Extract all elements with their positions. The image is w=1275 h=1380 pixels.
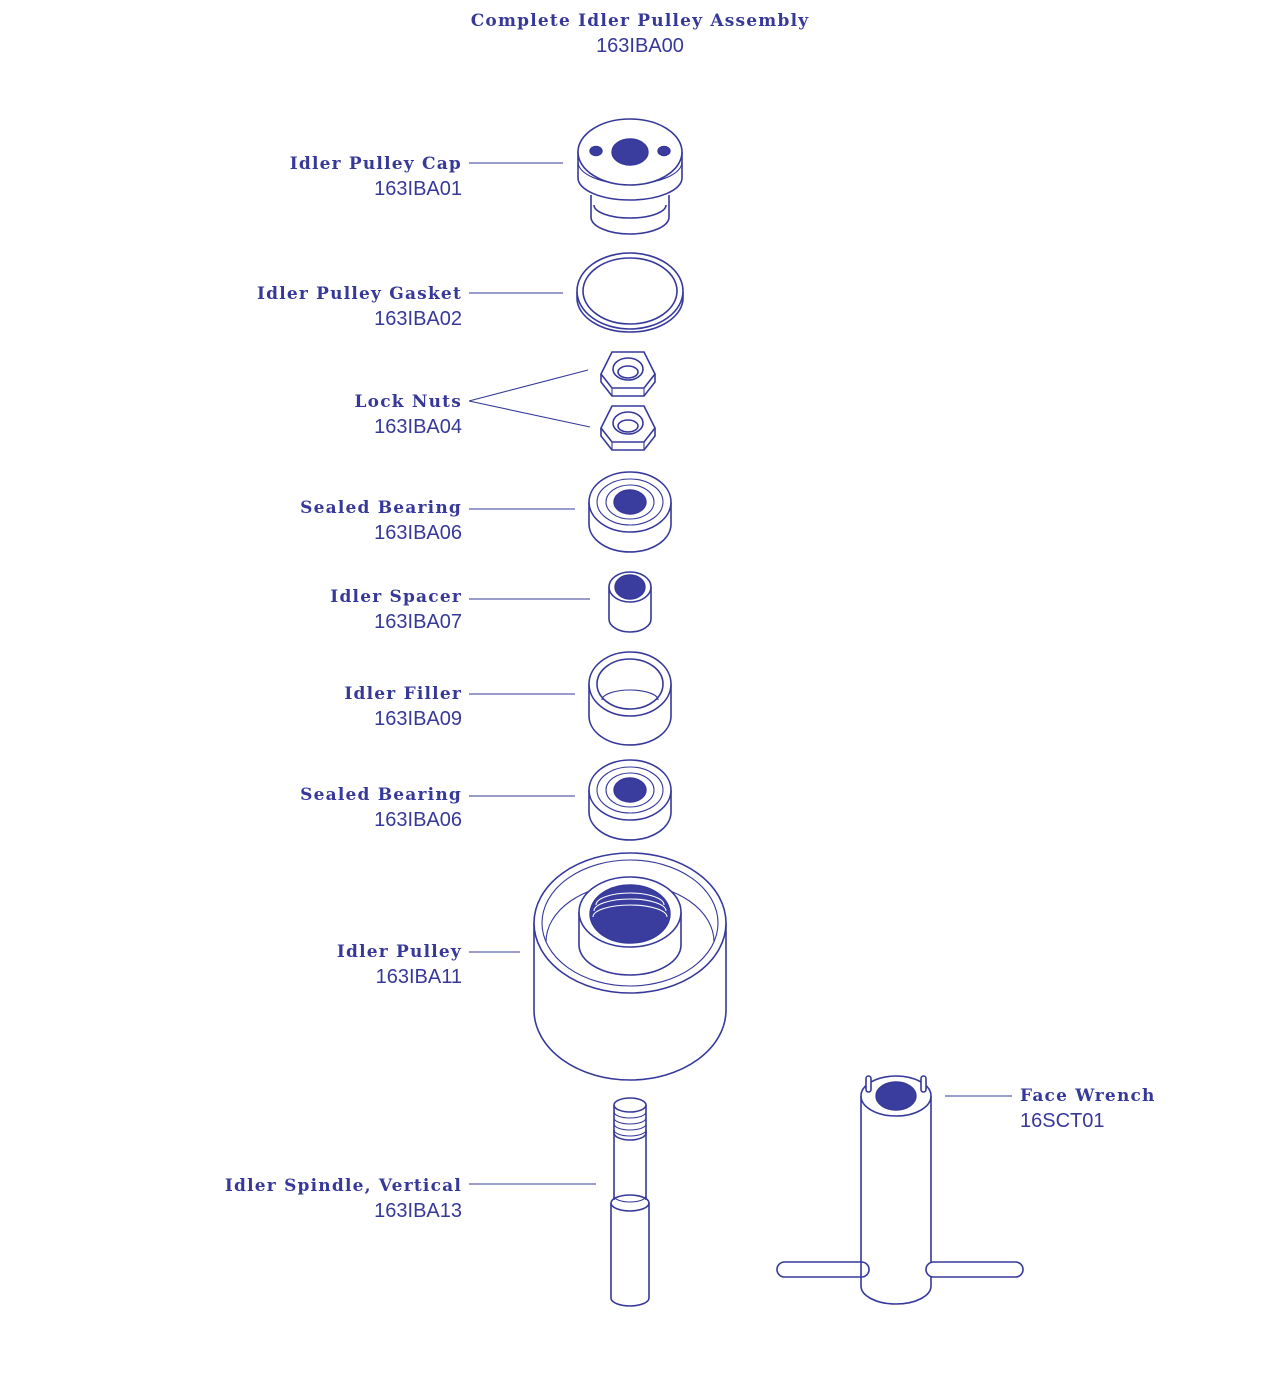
part-name: Sealed Bearing: [300, 498, 462, 518]
part-name: Face Wrench: [1020, 1086, 1156, 1106]
assembly-name: Complete Idler Pulley Assembly: [470, 11, 810, 31]
part-name: Idler Pulley Gasket: [256, 284, 462, 304]
label-idler-pulley-cap: Idler Pulley Cap 163IBA01: [289, 154, 462, 200]
part-number: 163IBA01: [374, 178, 462, 200]
assembly-title: Complete Idler Pulley Assembly 163IBA00: [0, 11, 1275, 57]
part-name: Lock Nuts: [354, 392, 462, 412]
label-idler-filler: Idler Filler 163IBA09: [344, 684, 462, 730]
label-idler-spacer: Idler Spacer 163IBA07: [330, 587, 462, 633]
idler-pulley-gasket-drawing: [576, 252, 684, 333]
label-face-wrench: Face Wrench 16SCT01: [1020, 1086, 1156, 1132]
label-idler-pulley: Idler Pulley 163IBA11: [336, 942, 462, 988]
leader-line: [468, 400, 591, 428]
part-number: 16SCT01: [1020, 1110, 1105, 1132]
assembly-part-number: 163IBA00: [596, 35, 684, 57]
part-number: 163IBA09: [374, 708, 462, 730]
lock-nut-lower-drawing: [600, 405, 656, 451]
part-number: 163IBA06: [374, 809, 462, 831]
label-sealed-bearing-upper: Sealed Bearing 163IBA06: [300, 498, 462, 544]
part-name: Sealed Bearing: [300, 785, 462, 805]
label-lock-nuts: Lock Nuts 163IBA04: [354, 392, 462, 438]
sealed-bearing-lower-drawing: [588, 759, 672, 841]
label-idler-spindle-vertical: Idler Spindle, Vertical 163IBA13: [224, 1176, 462, 1222]
idler-filler-drawing: [588, 651, 672, 746]
part-number: 163IBA04: [374, 416, 462, 438]
label-idler-pulley-gasket: Idler Pulley Gasket 163IBA02: [256, 284, 462, 330]
part-name: Idler Filler: [344, 684, 462, 704]
idler-spacer-drawing: [608, 571, 652, 633]
leader-line: [468, 369, 589, 402]
idler-pulley-drawing: [533, 852, 727, 1081]
label-sealed-bearing-lower: Sealed Bearing 163IBA06: [300, 785, 462, 831]
idler-pulley-cap-drawing: [577, 118, 683, 235]
lock-nut-upper-drawing: [600, 351, 656, 397]
face-wrench-drawing: [776, 1075, 1024, 1305]
part-number: 163IBA06: [374, 522, 462, 544]
part-number: 163IBA02: [374, 308, 462, 330]
idler-spindle-drawing: [610, 1097, 650, 1307]
part-number: 163IBA13: [374, 1200, 462, 1222]
part-name: Idler Pulley: [336, 942, 462, 962]
part-name: Idler Pulley Cap: [289, 154, 462, 174]
part-name: Idler Spacer: [330, 587, 462, 607]
part-number: 163IBA11: [375, 966, 462, 988]
part-name: Idler Spindle, Vertical: [224, 1176, 462, 1196]
sealed-bearing-upper-drawing: [588, 471, 672, 553]
part-number: 163IBA07: [374, 611, 462, 633]
leader-lines: [468, 162, 1012, 1185]
